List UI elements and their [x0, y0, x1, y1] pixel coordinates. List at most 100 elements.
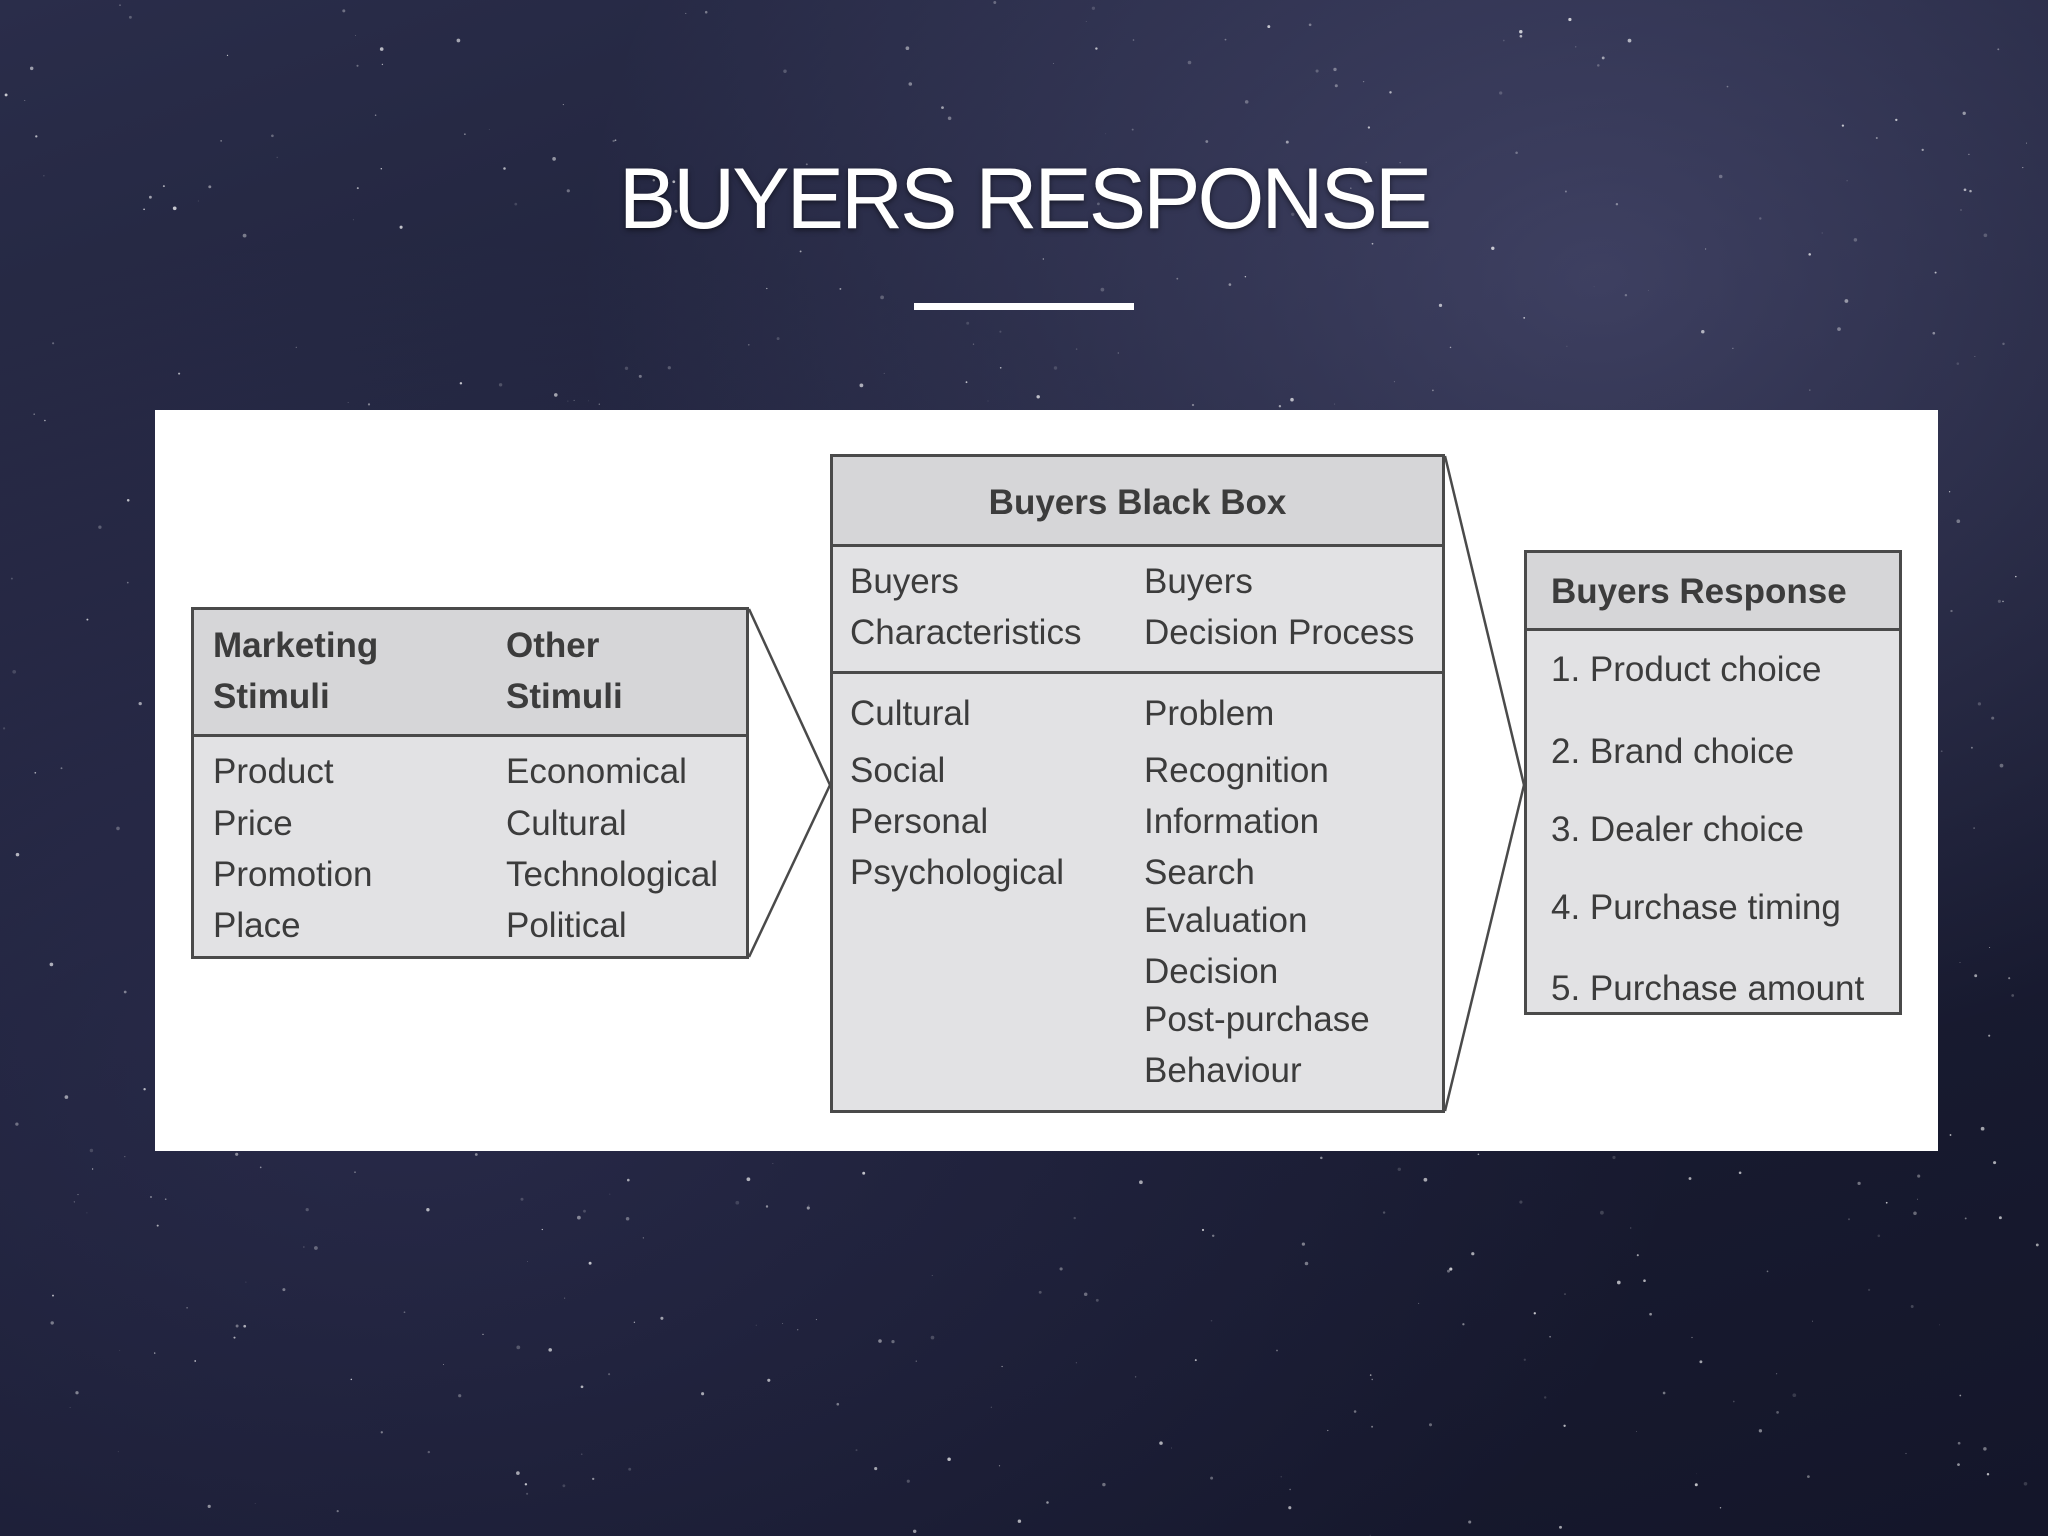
star — [126, 499, 130, 502]
star — [1895, 118, 1898, 122]
star — [1759, 217, 1762, 220]
star — [966, 321, 970, 325]
star — [403, 1311, 406, 1314]
other-stimulus-item: Economical — [506, 752, 687, 791]
marketing-stimulus-item: Promotion — [213, 855, 373, 894]
star — [69, 1407, 71, 1408]
star — [143, 208, 145, 211]
star — [1732, 1400, 1735, 1403]
star — [1491, 246, 1495, 250]
star — [1053, 366, 1058, 370]
decision-process-item: Post-purchase — [1144, 1000, 1370, 1039]
star — [1543, 1396, 1547, 1399]
star — [143, 1088, 146, 1091]
star — [1808, 253, 1811, 256]
response-title: Buyers Response — [1551, 572, 1847, 611]
response-item: 2. Brand choice — [1551, 732, 1795, 771]
stimuli-box: Marketing Stimuli Other Stimuli Product … — [191, 607, 749, 959]
black-box-title-bar: Buyers Black Box — [833, 457, 1442, 547]
star — [1449, 346, 1452, 349]
star — [271, 134, 274, 138]
star — [965, 381, 968, 384]
star — [29, 66, 34, 71]
marketing-stimulus-item: Price — [213, 804, 293, 843]
star — [1017, 1519, 1022, 1523]
star — [220, 140, 222, 142]
star — [149, 195, 152, 199]
star — [1991, 716, 1995, 720]
star — [1210, 1476, 1214, 1480]
star — [1564, 190, 1567, 193]
star — [905, 46, 910, 51]
star — [226, 54, 229, 57]
star — [1974, 974, 1978, 978]
star — [356, 187, 359, 190]
star — [1533, 1312, 1536, 1315]
decision-process-item: Evaluation — [1144, 901, 1308, 940]
characteristic-item: Cultural — [850, 694, 971, 733]
star — [628, 1467, 632, 1471]
star — [1932, 331, 1936, 335]
star — [86, 618, 89, 621]
star — [1276, 1349, 1278, 1352]
star — [1038, 1290, 1042, 1294]
star — [1957, 1441, 1961, 1445]
star — [123, 990, 127, 994]
star — [1171, 1447, 1173, 1449]
star — [1395, 199, 1399, 202]
star — [1980, 1126, 1985, 1131]
star — [1369, 1374, 1372, 1376]
star — [883, 372, 885, 374]
star — [1095, 1298, 1099, 1302]
star — [1875, 136, 1878, 140]
star — [1244, 100, 1249, 104]
star — [1597, 64, 1600, 67]
star — [2023, 1482, 2028, 1486]
star — [1333, 67, 1337, 72]
star — [735, 1200, 740, 1205]
black-box-title: Buyers Black Box — [988, 483, 1287, 522]
star — [999, 366, 1002, 369]
star — [75, 1391, 79, 1395]
star — [633, 1321, 636, 1323]
star — [1389, 91, 1392, 94]
star — [1369, 1534, 1371, 1536]
star — [24, 100, 26, 101]
star — [1776, 1411, 1779, 1414]
star — [1278, 405, 1282, 408]
star — [808, 1204, 810, 1206]
star — [660, 1316, 664, 1320]
star — [2022, 167, 2024, 169]
star — [380, 1431, 383, 1434]
star — [243, 1324, 247, 1328]
other-stimulus-item: Technological — [506, 855, 719, 894]
title-underline — [914, 303, 1134, 310]
star — [1462, 1323, 1465, 1326]
star — [1205, 140, 1209, 143]
star — [44, 419, 46, 422]
star — [1956, 519, 1961, 524]
star — [1988, 1034, 1991, 1037]
star — [755, 1324, 757, 1326]
star — [1288, 1506, 1292, 1510]
star — [625, 1217, 630, 1221]
star — [1502, 39, 1505, 42]
star — [638, 374, 642, 378]
star — [1627, 38, 1632, 43]
star — [516, 1345, 521, 1350]
star — [15, 1122, 19, 1126]
star — [880, 295, 884, 300]
star — [2026, 142, 2028, 144]
star — [162, 185, 165, 188]
decision-process-item: Behaviour — [1144, 1051, 1302, 1090]
decision-process-item: Recognition — [1144, 751, 1329, 790]
star — [1438, 303, 1443, 308]
star — [614, 139, 617, 142]
star — [367, 403, 371, 406]
star — [704, 10, 708, 14]
star — [1699, 1360, 1703, 1364]
star — [1042, 258, 1044, 260]
star — [627, 1178, 630, 1182]
star — [138, 701, 142, 706]
star — [456, 38, 461, 43]
